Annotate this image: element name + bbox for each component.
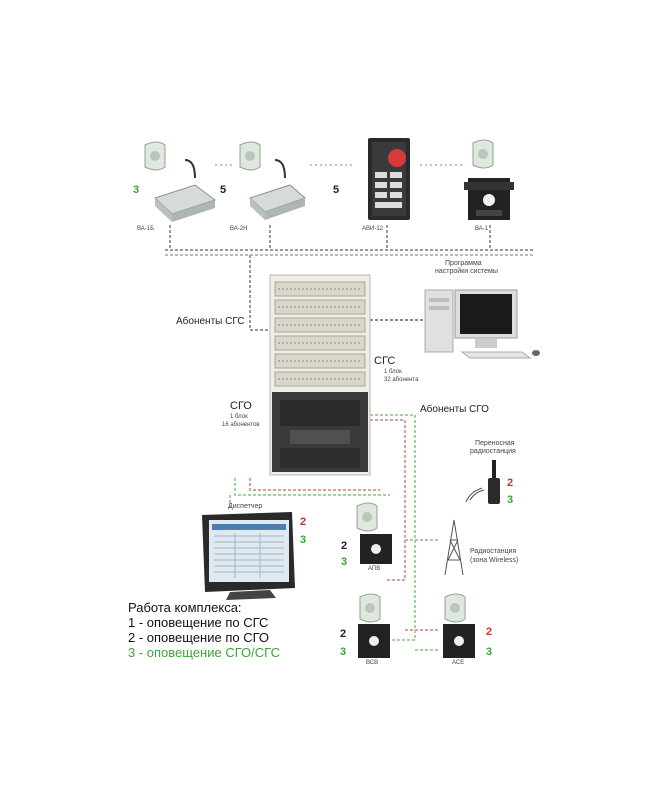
dispatcher-monitor	[202, 512, 295, 600]
radio-num-3: 3	[507, 494, 514, 506]
sgs-subscribers-label: Абоненты СГС	[176, 316, 245, 327]
top-device-2	[239, 141, 306, 220]
bot2-num-3: 3	[486, 646, 493, 658]
bottom-device-1	[358, 593, 390, 658]
bottom-device-2	[443, 593, 475, 658]
bot1-num-3: 3	[340, 646, 347, 658]
legend-item-1: 1 - оповещение по СГС	[128, 615, 269, 630]
top2-label: ВА-2Н	[230, 226, 248, 232]
legend: Работа комплекса: 1 - оповещение по СГС …	[128, 600, 280, 660]
rack-modules	[274, 281, 366, 387]
radio-title-2: радиостанция	[470, 448, 516, 455]
sgo-label: СГО	[230, 400, 252, 412]
disp-num-2: 2	[300, 516, 307, 528]
rack-cabinet	[269, 274, 371, 476]
radio	[465, 460, 500, 504]
bot2-label: АСЕ	[452, 660, 465, 666]
radio-mast	[444, 519, 464, 576]
bot2-num-2: 2	[486, 626, 493, 638]
computer	[424, 289, 540, 359]
mast-title-1: Радиостанция	[470, 548, 517, 555]
sgo-sub-1: 1 блок	[230, 414, 248, 420]
legend-item-3: 3 - оповещение СГО/СГС	[128, 645, 280, 660]
radio-num-2: 2	[507, 477, 514, 489]
sgs-label: СГС	[374, 355, 396, 367]
mast-title-2: (зона Wireless)	[470, 557, 519, 564]
pc-title-2: настройки системы	[435, 268, 498, 275]
pc-title-1: Программа	[445, 260, 482, 267]
sgo-subscribers-label: Абоненты СГО	[420, 404, 489, 415]
dispatcher-label: Диспетчер	[228, 503, 263, 510]
top2-num: 5	[220, 184, 227, 196]
disp-num-3: 3	[300, 534, 307, 546]
top-device-3	[368, 138, 410, 220]
sgs-sub-2: 32 абонента	[384, 377, 419, 383]
bot1-num-2: 2	[340, 628, 347, 640]
connection-lines	[165, 225, 535, 651]
bot1-label: ВСВ	[366, 660, 379, 666]
apb-num-3: 3	[341, 556, 348, 568]
sgs-sub-1: 1 блок	[384, 369, 402, 375]
top3-num: 5	[333, 184, 340, 196]
top1-num: 3	[133, 184, 140, 196]
top4-label: ВА-1	[475, 226, 489, 232]
legend-title: Работа комплекса:	[128, 600, 242, 615]
top-device-4	[464, 139, 514, 220]
top-device-1	[144, 141, 217, 222]
radio-title-1: Переносная	[475, 440, 515, 447]
sgo-sub-2: 16 абонентов	[222, 422, 260, 428]
top3-label: АВИ-12	[362, 226, 383, 232]
apb-label: АПВ	[368, 566, 381, 572]
legend-item-2: 2 - оповещение по СГО	[128, 630, 270, 645]
apb-speaker	[356, 502, 392, 564]
apb-num-2: 2	[341, 540, 348, 552]
top1-label: ВА-1Б	[137, 226, 155, 232]
